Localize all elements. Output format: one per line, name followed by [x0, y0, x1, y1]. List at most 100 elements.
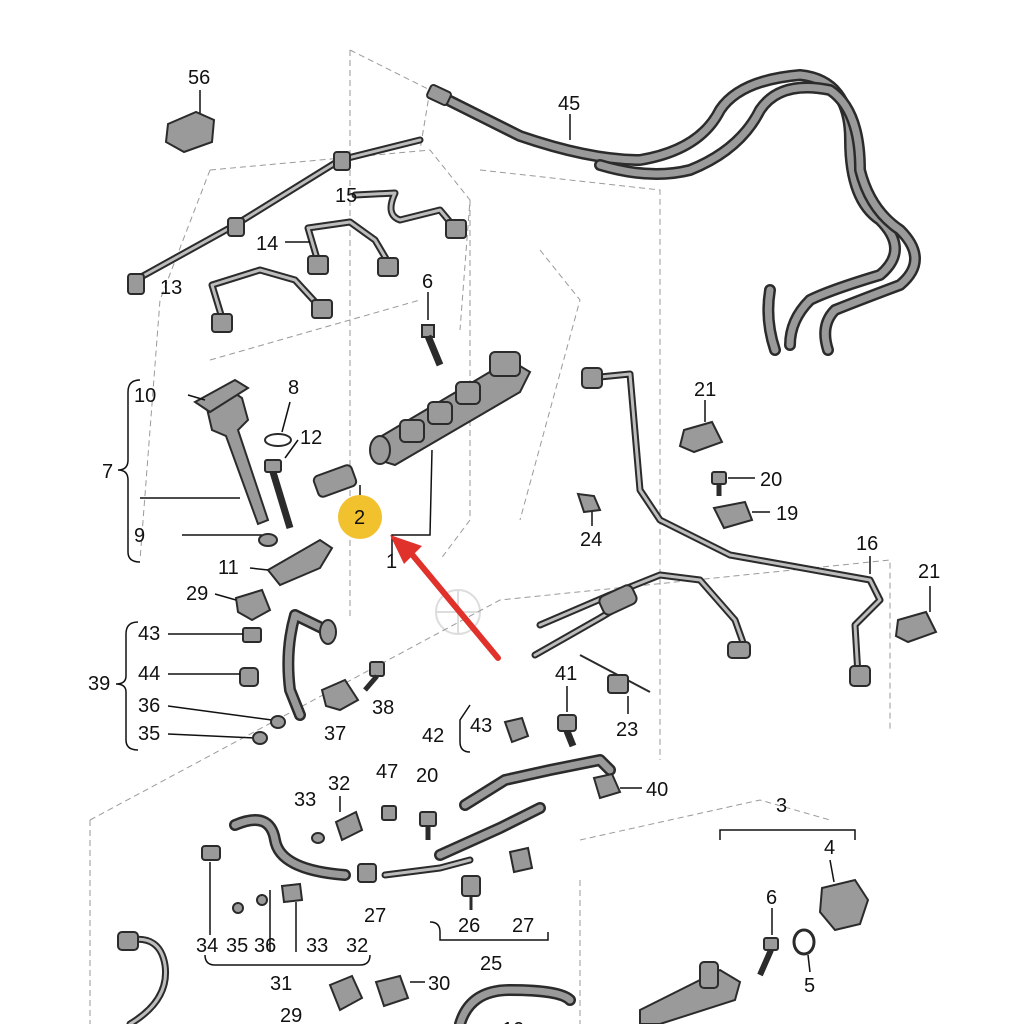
- part-6-bolt-bottom: [757, 908, 779, 977]
- part-1-fuel-rail: [369, 351, 532, 555]
- part-21-connector-a: [678, 400, 724, 454]
- callout-21-upper: 21: [694, 379, 716, 401]
- callout-26: 26: [458, 915, 480, 937]
- callout-56: 56: [188, 67, 210, 89]
- part-37-bracket: [320, 678, 360, 712]
- part-43-clip-b: [503, 716, 530, 744]
- highlight-circle: [338, 495, 382, 539]
- callout-19: 19: [776, 503, 798, 525]
- part-15-pipe: [351, 189, 467, 239]
- callout-37: 37: [324, 723, 346, 745]
- part-12-bolt: [264, 439, 299, 530]
- part-6-bolt-top: [421, 292, 444, 367]
- callout-41: 41: [555, 663, 577, 685]
- callout-33-lower: 33: [306, 935, 328, 957]
- part-33-washer-a: [311, 832, 325, 844]
- callout-35-lower: 35: [226, 935, 248, 957]
- callout-12: 12: [300, 427, 322, 449]
- part-39-hose: [167, 609, 337, 745]
- brackets: [115, 379, 856, 966]
- callout-39: 39: [88, 673, 110, 695]
- callout-44: 44: [138, 663, 160, 685]
- callout-7: 7: [102, 461, 113, 483]
- callout-6-bottom: 6: [766, 887, 777, 909]
- part-26-sensor: [461, 875, 481, 910]
- callout-47: 47: [376, 761, 398, 783]
- callout-10-bottom: 10: [502, 1019, 524, 1024]
- callout-20-lower: 20: [416, 765, 438, 787]
- callout-43-mid: 43: [470, 715, 492, 737]
- return-line: [127, 136, 424, 295]
- callout-2: 2: [354, 507, 365, 529]
- callout-42: 42: [422, 725, 444, 747]
- callout-8: 8: [288, 377, 299, 399]
- callout-27-left: 27: [364, 905, 386, 927]
- part-27-clip-b: [508, 846, 534, 874]
- part-21-connector-b: [894, 586, 938, 644]
- callout-21-lower: 21: [918, 561, 940, 583]
- callout-24: 24: [580, 529, 602, 551]
- callout-labels: 56 45 15 14 13 6 10 8 12 7 9 2 1 11 29 4…: [88, 67, 940, 1024]
- callout-27-right: 27: [512, 915, 534, 937]
- callout-38: 38: [372, 697, 394, 719]
- red-arrow-head: [390, 535, 422, 564]
- callout-9: 9: [134, 525, 145, 547]
- part-56-connector: [164, 90, 216, 154]
- callout-16: 16: [856, 533, 878, 555]
- callout-45: 45: [558, 93, 580, 115]
- callout-30: 30: [428, 973, 450, 995]
- callout-4: 4: [824, 837, 835, 859]
- part-29-clip: [214, 588, 272, 622]
- part-7-injector: [140, 378, 270, 536]
- callout-29-bottom: 29: [280, 1005, 302, 1024]
- callout-33-upper: 33: [294, 789, 316, 811]
- callout-43-left: 43: [138, 623, 160, 645]
- callout-11: 11: [218, 557, 239, 579]
- part-31-hose: [201, 814, 377, 952]
- part-13-pipe: [208, 266, 333, 333]
- callout-40: 40: [646, 779, 668, 801]
- red-arrow: [390, 535, 501, 661]
- middle-pipes: [531, 571, 751, 694]
- red-arrow-shaft: [407, 549, 501, 661]
- part-29-clip-b: [328, 974, 364, 1012]
- part-2-valve: [312, 464, 361, 500]
- part-32-sensor-a: [334, 796, 364, 842]
- callout-34: 34: [196, 935, 218, 957]
- callout-3: 3: [776, 795, 787, 817]
- callout-23: 23: [616, 719, 638, 741]
- callout-10: 10: [134, 385, 156, 407]
- part-38-bolt: [363, 661, 385, 692]
- part-19-clip: [712, 500, 770, 530]
- callout-15: 15: [335, 185, 357, 207]
- part-20-bolt-a: [711, 471, 755, 496]
- part-11-clamp: [249, 538, 334, 587]
- part-30-clip: [374, 974, 425, 1008]
- bottom-left-pipe: [117, 931, 170, 1024]
- part-14-pipe: [285, 218, 399, 277]
- part-9-washer: [258, 533, 278, 547]
- callout-25: 25: [480, 953, 502, 975]
- callout-36-lower: 36: [254, 935, 276, 957]
- part-5-seal: [792, 928, 816, 973]
- callout-31: 31: [270, 973, 292, 995]
- callout-29-top: 29: [186, 583, 208, 605]
- part-3-rail: [454, 961, 742, 1024]
- callout-20-right: 20: [760, 469, 782, 491]
- callout-35-left: 35: [138, 723, 160, 745]
- part-20-bolt-b: [419, 811, 437, 840]
- part-47-bolt: [381, 805, 397, 821]
- callout-1: 1: [386, 551, 397, 573]
- highlight-marker: [338, 495, 382, 539]
- part-4-sensor: [818, 859, 870, 932]
- part-42-hose: [381, 754, 616, 879]
- callout-32-lower: 32: [346, 935, 368, 957]
- callout-5: 5: [804, 975, 815, 997]
- part-8-seal: [264, 401, 292, 447]
- callout-36-left: 36: [138, 695, 160, 717]
- part-41-bolt: [557, 686, 577, 748]
- part-16-pipe: [581, 367, 884, 687]
- part-24-clip: [576, 492, 602, 526]
- callout-6-top: 6: [422, 271, 433, 293]
